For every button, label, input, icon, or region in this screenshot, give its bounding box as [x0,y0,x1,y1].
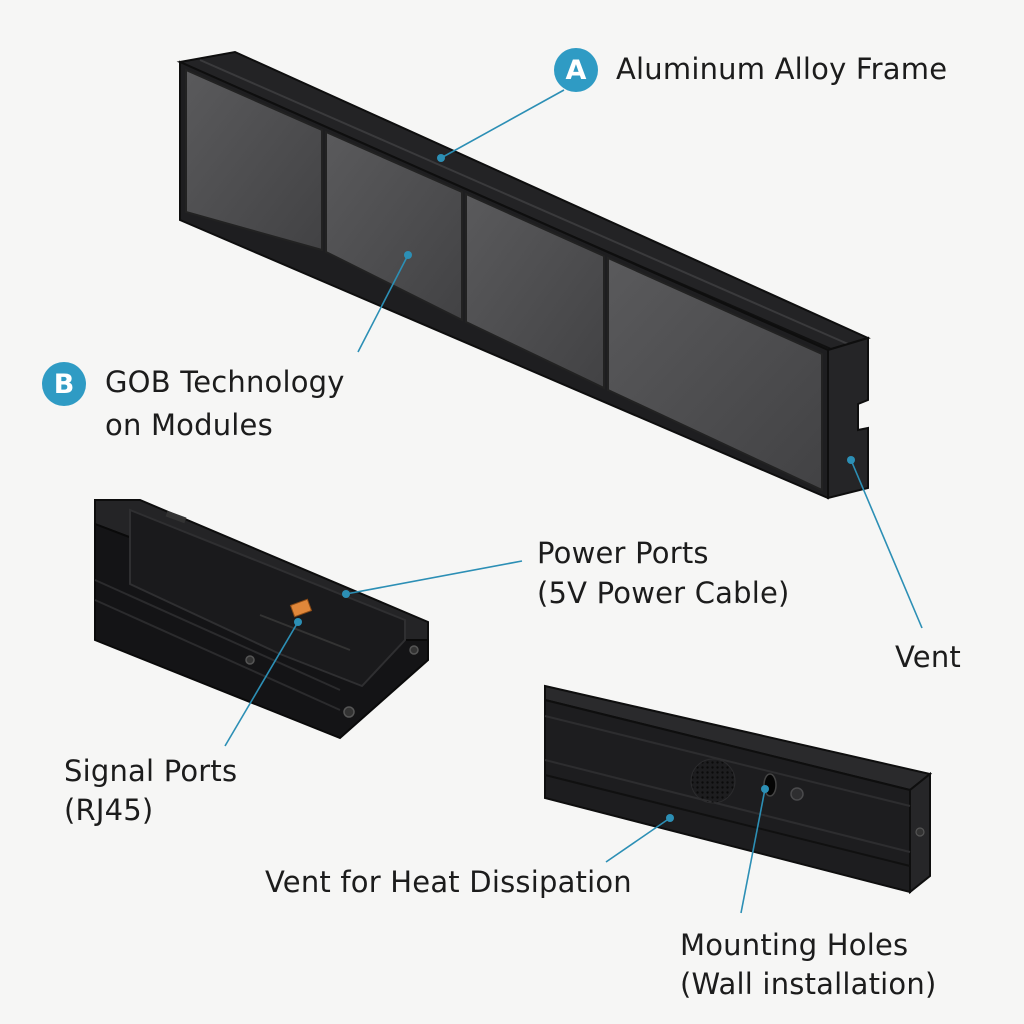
callout-signal-ports-line2: (RJ45) [64,793,154,827]
callout-gob-technology-line1: GOB Technology [105,365,345,399]
screw-hole [245,655,255,665]
rear-housing-view [94,499,429,740]
screw-hole [409,645,419,655]
callout-heat-vent: Vent for Heat Dissipation [265,865,632,899]
rear-cavity [129,508,406,688]
power-port-connector [289,598,313,618]
callout-mounting-holes-line2: (Wall installation) [680,967,937,1001]
screw-hole [343,706,355,718]
frame-end-cap [827,336,869,500]
callout-mounting-holes-line1: Mounting Holes [680,928,909,962]
rear-panel-view [544,684,933,895]
callout-power-ports-line2: (5V Power Cable) [537,576,790,610]
gob-module-2 [325,130,463,322]
gob-module-3 [465,192,605,390]
screw-hole [915,827,925,837]
gob-module-4 [607,256,823,492]
leader-lines [224,89,923,914]
callout-gob-technology-line2: on Modules [105,408,273,442]
callout-a-badge: A [554,48,598,92]
screw-hole [790,787,804,801]
callout-power-ports-line1: Power Ports [537,536,709,570]
callout-aluminum-frame: Aluminum Alloy Frame [616,52,948,86]
callout-signal-ports-line1: Signal Ports [64,754,238,788]
callout-b-badge: B [42,362,86,406]
heat-vent-grille [690,758,736,804]
main-led-bar [176,50,871,500]
gob-module-1 [185,68,323,252]
callout-vent: Vent [895,640,961,674]
